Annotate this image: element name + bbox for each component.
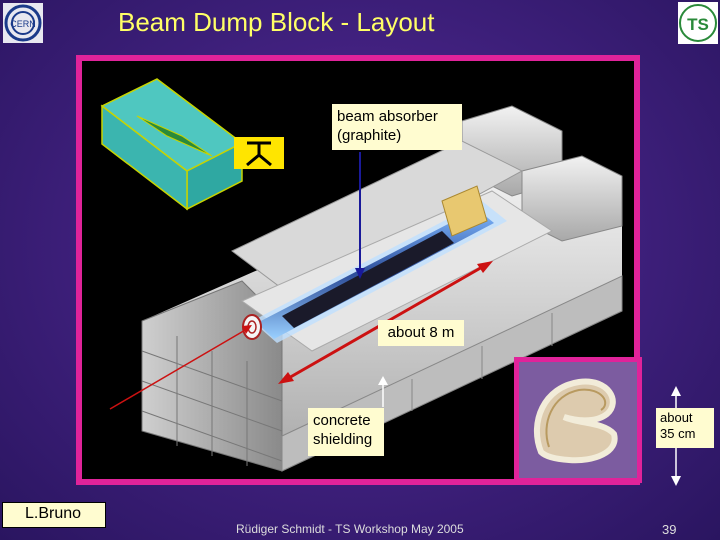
footer-text: Rüdiger Schmidt - TS Workshop May 2005 — [236, 522, 464, 536]
absorber-label: beam absorber (graphite) — [332, 104, 462, 150]
cross-section-illustration — [519, 362, 637, 478]
page-number: 39 — [662, 522, 677, 537]
ts-logo-icon: TS — [679, 4, 717, 42]
shielding-label: concrete shielding — [308, 408, 384, 456]
wireframe-model — [100, 78, 244, 211]
diameter-label: about 35 cm — [656, 408, 714, 448]
absorber-cross-section — [519, 362, 637, 478]
beam-absorber — [242, 185, 507, 343]
cern-logo-text: CERN — [10, 19, 36, 29]
author-label: L.Bruno — [2, 502, 106, 528]
axes-icon — [234, 137, 284, 169]
cern-logo-icon: CERN — [3, 3, 43, 43]
slide-title: Beam Dump Block - Layout — [118, 7, 435, 37]
beam-direction-arrow — [109, 328, 248, 410]
length-label: about 8 m — [378, 320, 464, 346]
ts-logo: TS — [678, 2, 718, 44]
ts-logo-text: TS — [687, 15, 709, 34]
